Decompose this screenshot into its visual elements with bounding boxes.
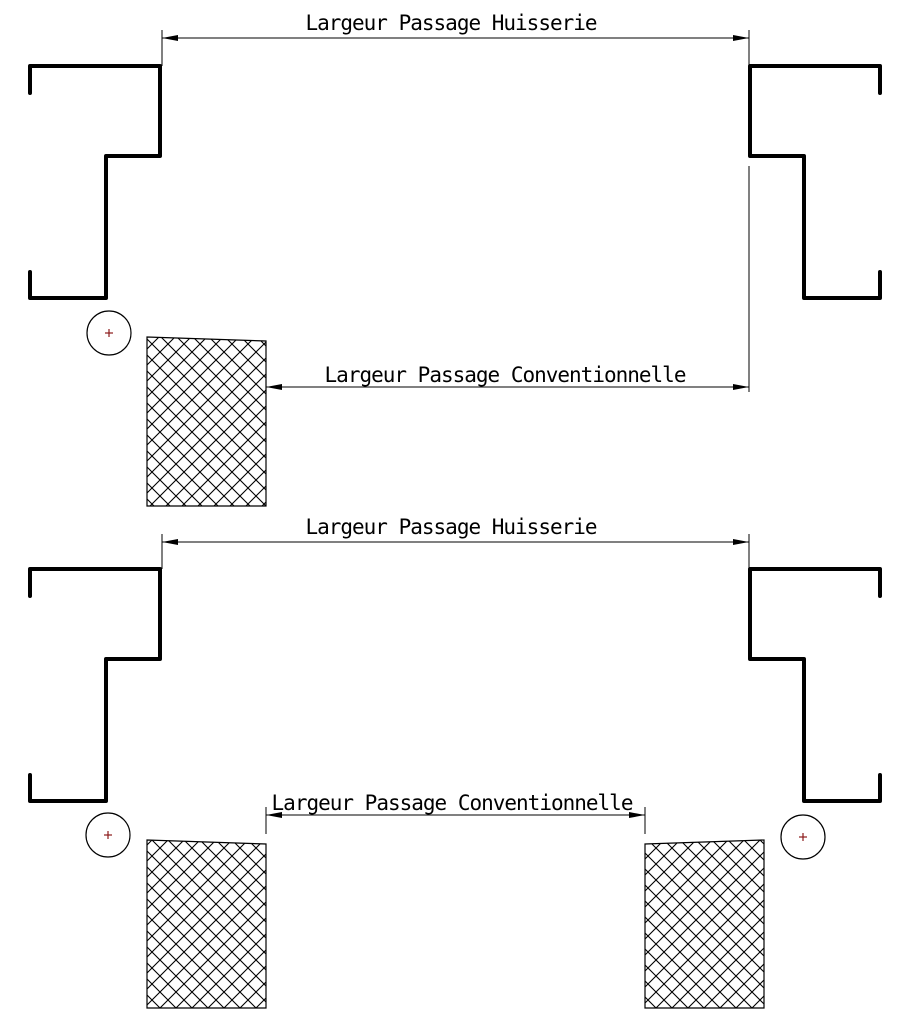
top-single-door-panel: Largeur Passage Huisserie Largeur Passag… (28, 11, 882, 507)
top-conventional-width-dimension: Largeur Passage Conventionnelle (266, 166, 750, 392)
bottom-right-hinge (780, 814, 826, 860)
bottom-right-jamb (748, 567, 882, 803)
bottom-left-door-leaf (146, 839, 267, 1009)
top-frame-width-dimension: Largeur Passage Huisserie (161, 11, 750, 66)
top-left-jamb (28, 64, 162, 300)
bottom-double-door-panel: Largeur Passage Huisserie Largeur Passag… (28, 515, 882, 1009)
bottom-frame-width-label: Largeur Passage Huisserie (305, 515, 596, 539)
bottom-frame-width-dimension: Largeur Passage Huisserie (161, 515, 750, 569)
top-frame-width-label: Largeur Passage Huisserie (305, 11, 596, 35)
top-hinge (86, 310, 132, 356)
top-door-leaf (146, 336, 267, 507)
bottom-conventional-width-dimension: Largeur Passage Conventionnelle (265, 791, 646, 834)
bottom-left-hinge (85, 812, 131, 858)
top-conventional-width-label: Largeur Passage Conventionnelle (325, 363, 686, 387)
top-right-jamb (748, 64, 882, 300)
bottom-right-door-leaf (644, 839, 765, 1009)
bottom-left-jamb (28, 567, 162, 803)
bottom-conventional-width-label: Largeur Passage Conventionnelle (272, 791, 633, 815)
